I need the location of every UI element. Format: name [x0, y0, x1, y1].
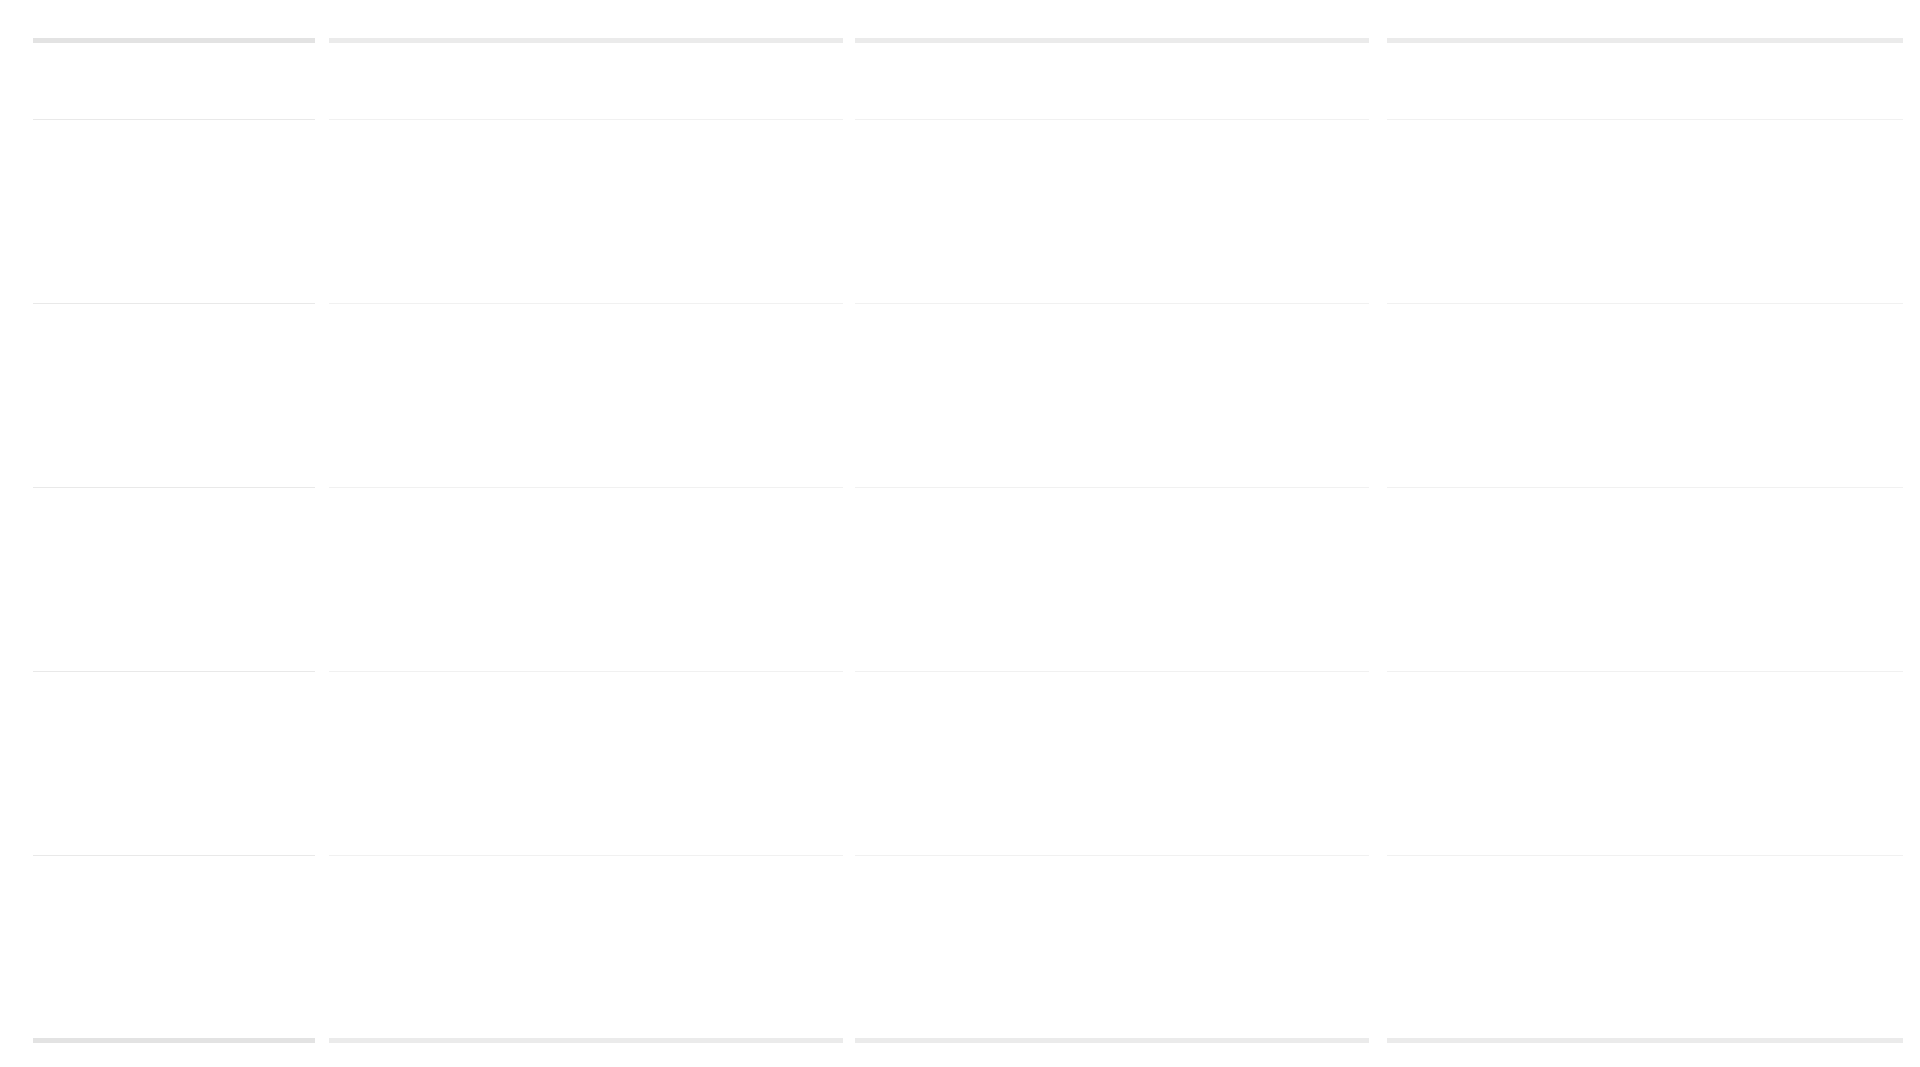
column-top-border [33, 38, 315, 43]
column-bottom-border [329, 1038, 843, 1043]
row-divider [33, 119, 315, 120]
table-column-3 [855, 38, 1369, 1044]
row-divider [329, 671, 843, 672]
column-bottom-border [855, 1038, 1369, 1043]
row-divider [855, 119, 1369, 120]
row-divider [329, 855, 843, 856]
row-divider [1387, 855, 1903, 856]
row-divider [855, 303, 1369, 304]
column-top-border [1387, 38, 1903, 43]
row-divider [329, 119, 843, 120]
row-divider [1387, 671, 1903, 672]
row-divider [855, 487, 1369, 488]
row-divider [855, 671, 1369, 672]
row-divider [1387, 119, 1903, 120]
row-divider [329, 303, 843, 304]
table-column-1 [33, 38, 315, 1044]
table-column-4 [1387, 38, 1903, 1044]
column-top-border [855, 38, 1369, 43]
row-divider [855, 855, 1369, 856]
table-column-2 [329, 38, 843, 1044]
row-divider [33, 487, 315, 488]
loading-skeleton-table [33, 38, 1907, 1044]
column-bottom-border [1387, 1038, 1903, 1043]
column-bottom-border [33, 1038, 315, 1043]
row-divider [33, 855, 315, 856]
row-divider [1387, 303, 1903, 304]
row-divider [1387, 487, 1903, 488]
row-divider [33, 303, 315, 304]
row-divider [329, 487, 843, 488]
row-divider [33, 671, 315, 672]
column-top-border [329, 38, 843, 43]
